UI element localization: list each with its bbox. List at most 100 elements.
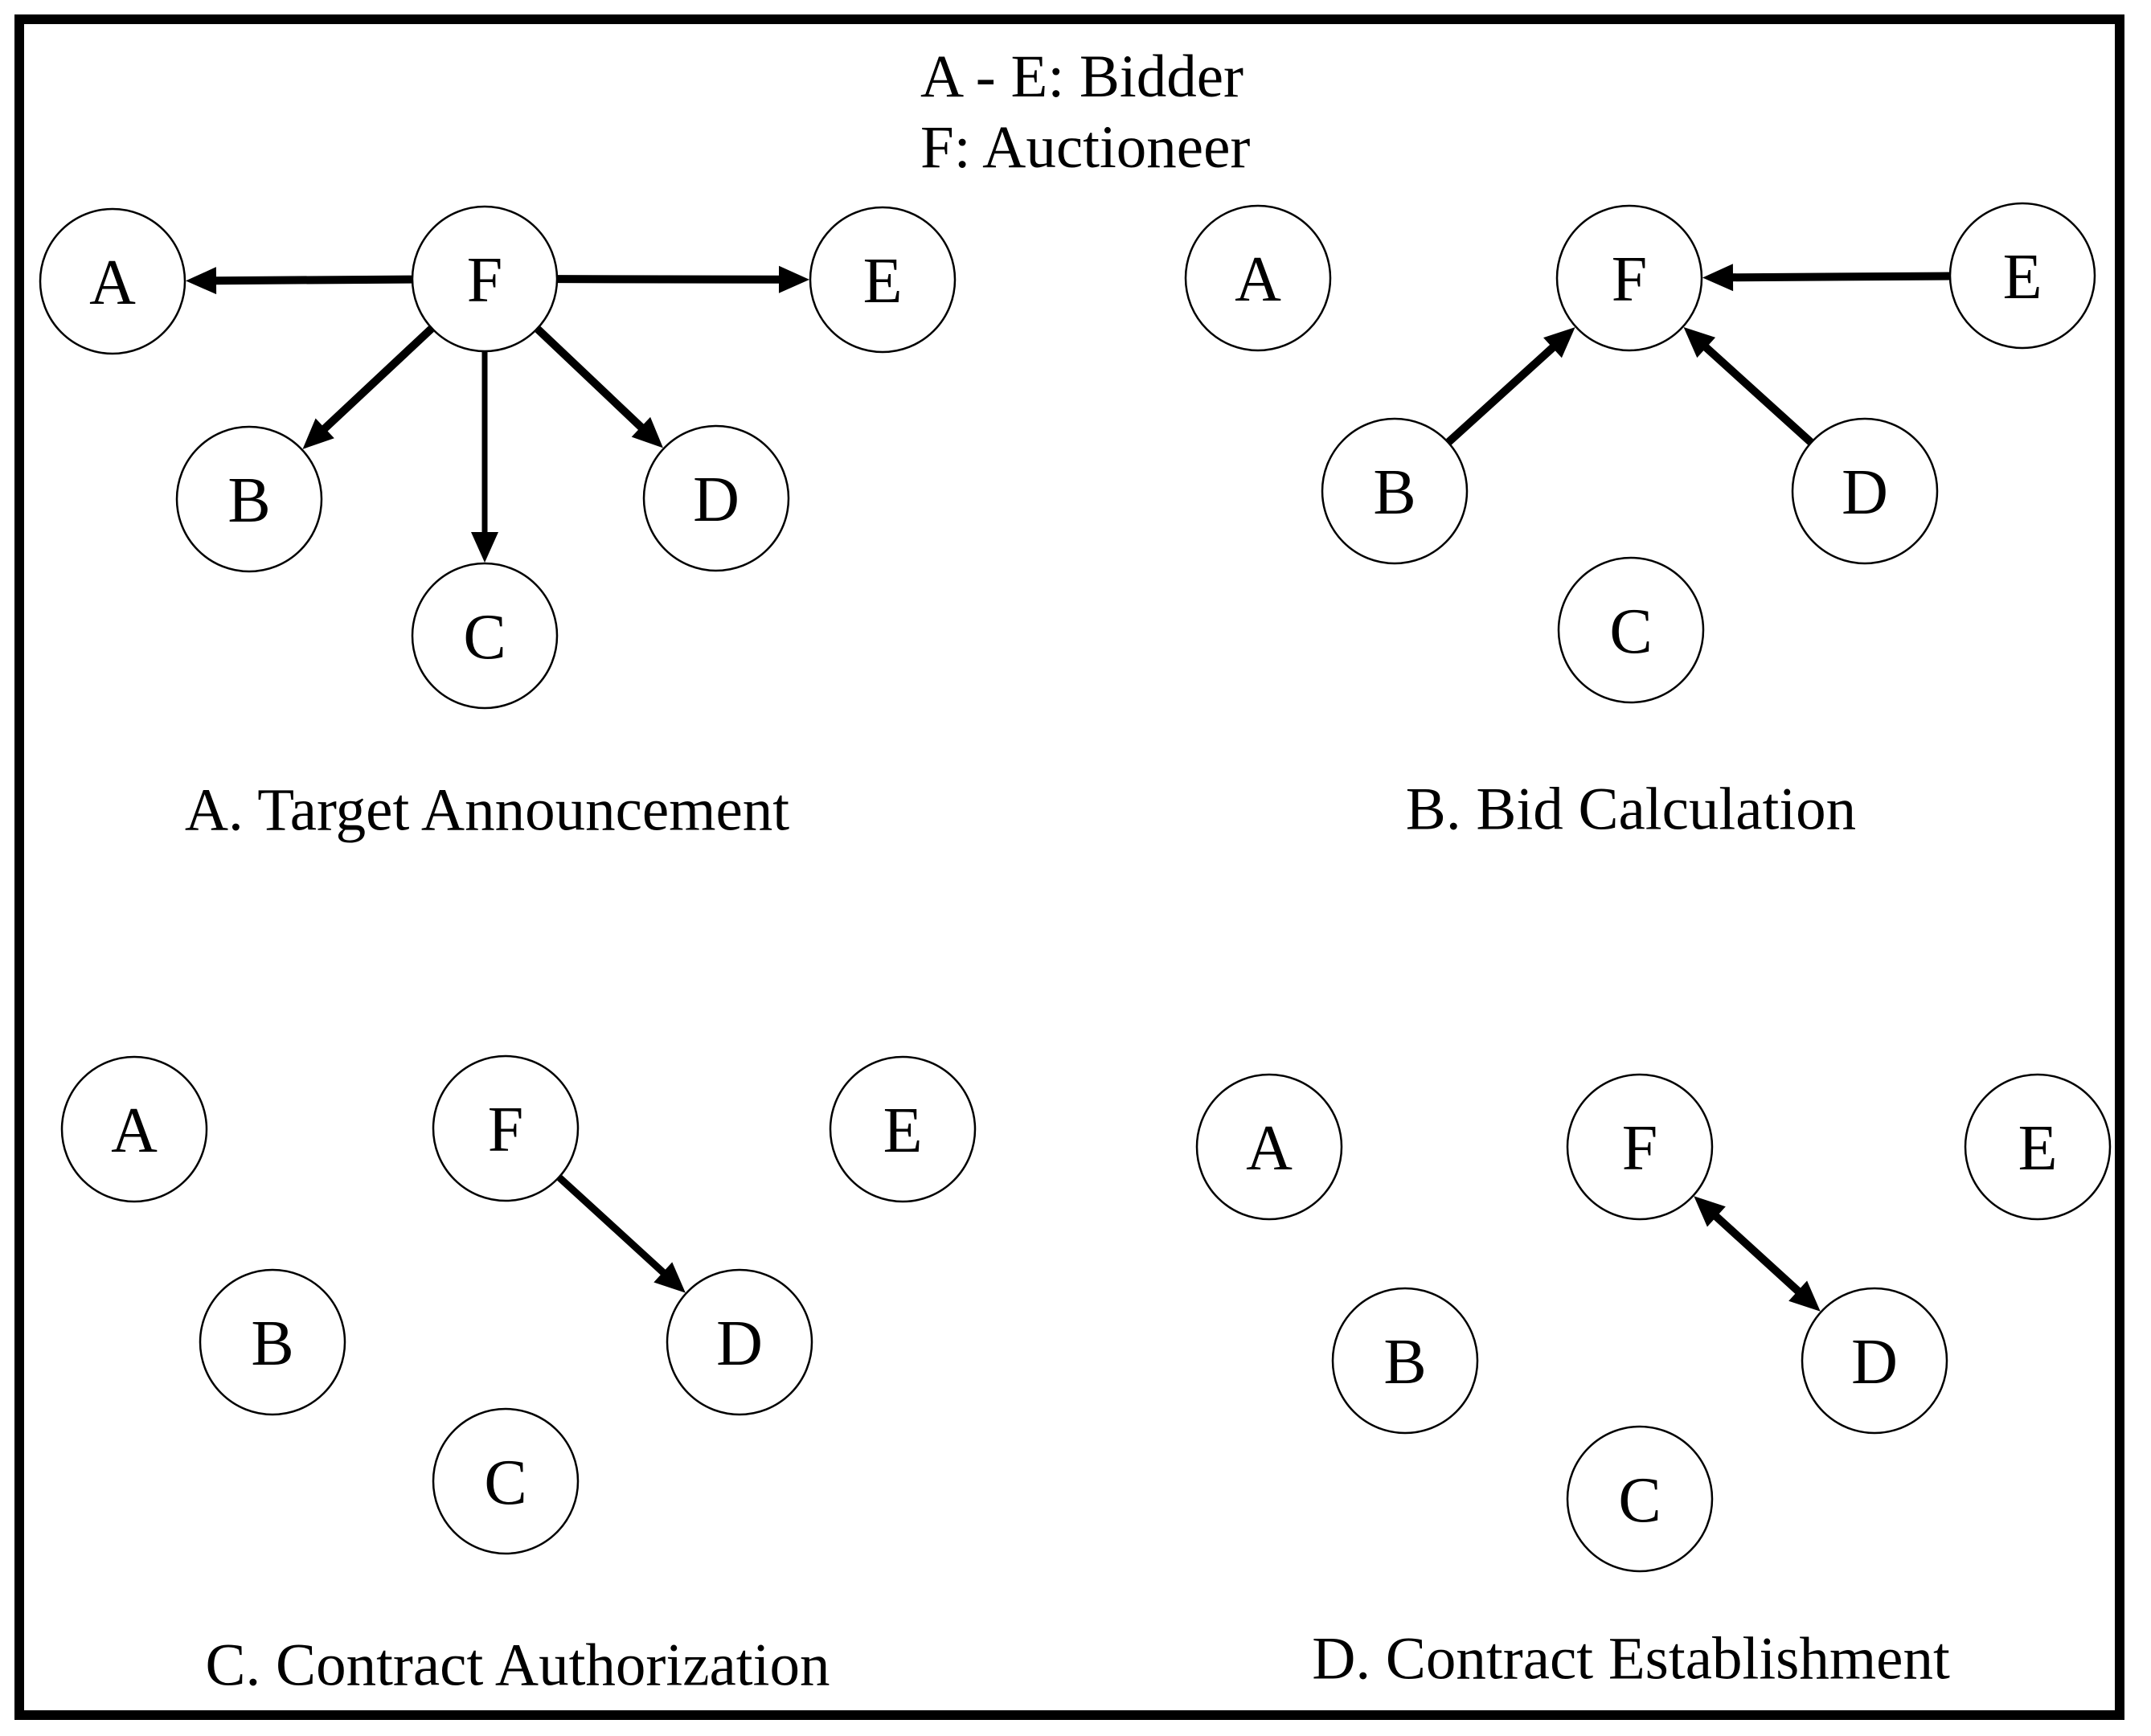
arrow-shaft: [557, 275, 783, 284]
arrow-shaft: [319, 326, 434, 434]
node-label: F: [1612, 244, 1648, 315]
node-label: A: [89, 248, 136, 318]
node-label: B: [227, 465, 270, 536]
node-B-E: E: [1948, 202, 2096, 350]
node-label: D: [1842, 457, 1888, 528]
arrow-head: [1702, 264, 1734, 292]
node-C-B: B: [199, 1268, 346, 1416]
node-circle: [60, 1055, 208, 1203]
node-A-B: B: [175, 425, 323, 573]
node-label: B: [1373, 457, 1416, 528]
arrow-shaft: [1729, 272, 1950, 282]
node-C-E: E: [829, 1055, 977, 1203]
node-circle: [642, 424, 790, 572]
node-A-D: D: [642, 424, 790, 572]
node-circle: [1557, 556, 1705, 704]
node-circle: [666, 1268, 813, 1416]
node-label: C: [1609, 596, 1652, 667]
node-label: B: [1383, 1327, 1426, 1398]
node-D-F: F: [1566, 1073, 1714, 1221]
node-label: A: [1246, 1113, 1293, 1184]
node-label: F: [488, 1095, 524, 1165]
node-label: C: [1618, 1465, 1661, 1536]
arrow-head: [302, 418, 334, 449]
node-label: E: [863, 246, 903, 317]
arrow-B-E-to-F: [1702, 264, 1950, 292]
arrow-shaft: [1711, 1211, 1803, 1296]
node-B-C: C: [1557, 556, 1705, 704]
node-D-E: E: [1964, 1073, 2112, 1221]
node-A-E: E: [809, 206, 957, 354]
node-A-A: A: [39, 207, 186, 355]
arrow-head: [653, 1262, 686, 1293]
node-circle: [39, 207, 186, 355]
legend-line-bidder: A - E: Bidder: [920, 43, 1244, 110]
node-D-A: A: [1195, 1073, 1343, 1221]
node-label: A: [111, 1095, 158, 1166]
node-label: F: [1622, 1113, 1658, 1184]
node-circle: [1964, 1073, 2112, 1221]
legend: A - E: Bidder F: Auctioneer: [920, 42, 1250, 183]
node-label: E: [883, 1095, 923, 1166]
node-circle: [1331, 1287, 1479, 1435]
node-D-D: D: [1801, 1287, 1948, 1435]
arrow-shaft: [535, 326, 646, 432]
node-circle: [1948, 202, 2096, 350]
node-circle: [1321, 417, 1469, 565]
arrow-B-B-to-F: [1446, 327, 1575, 445]
node-B-D: D: [1791, 417, 1939, 565]
arrow-head-reverse: [1694, 1196, 1726, 1227]
outer-frame: [14, 14, 2124, 1720]
node-label: D: [1851, 1327, 1898, 1398]
arrow-B-D-to-F: [1683, 327, 1813, 445]
arrow-head: [1543, 327, 1575, 358]
node-circle: [1195, 1073, 1343, 1221]
node-circle: [1801, 1287, 1948, 1435]
caption-panel-b-bid-calculation: B. Bid Calculation: [1405, 776, 1857, 843]
arrow-head: [1683, 327, 1716, 358]
node-circle: [1184, 204, 1332, 352]
node-C-A: A: [60, 1055, 208, 1203]
node-C-F: F: [432, 1054, 580, 1202]
node-B-B: B: [1321, 417, 1469, 565]
node-label: C: [484, 1447, 526, 1518]
node-label: A: [1235, 244, 1281, 315]
node-label: D: [693, 465, 740, 535]
caption-panel-d-contract-establishment: D. Contract Establishment: [1312, 1625, 1950, 1693]
node-label: E: [2003, 242, 2042, 313]
arrow-head: [471, 532, 498, 563]
arrow-head: [631, 416, 663, 448]
arrow-A-F-to-B: [302, 326, 434, 449]
panel-B: A F E B D C: [1184, 202, 2096, 704]
node-circle: [1566, 1425, 1714, 1573]
node-B-A: A: [1184, 204, 1332, 352]
arrow-A-F-to-E: [557, 265, 810, 293]
caption-panel-a-target-announcement: A. Target Announcement: [184, 776, 790, 844]
panel-C: A F E B D C: [60, 1054, 977, 1555]
arrow-head: [185, 267, 217, 295]
arrow-A-F-to-D: [535, 326, 663, 448]
node-circle: [1566, 1073, 1714, 1221]
arrow-shaft: [1446, 342, 1558, 445]
arrow-C-F-to-D: [557, 1175, 686, 1293]
node-A-C: C: [411, 562, 559, 710]
arrow-A-F-to-A: [185, 267, 412, 295]
node-label: C: [463, 602, 506, 673]
node-circle: [829, 1055, 977, 1203]
node-D-B: B: [1331, 1287, 1479, 1435]
node-circle: [411, 205, 559, 353]
arrow-head: [1788, 1280, 1821, 1312]
caption-panel-c-contract-authorization: C. Contract Authorization: [205, 1632, 830, 1699]
node-label: D: [716, 1308, 763, 1379]
node-circle: [199, 1268, 346, 1416]
arrow-head: [778, 265, 810, 293]
node-D-C: C: [1566, 1425, 1714, 1573]
node-B-F: F: [1555, 204, 1703, 352]
node-circle: [809, 206, 957, 354]
node-circle: [1555, 204, 1703, 352]
node-circle: [411, 562, 559, 710]
arrow-A-F-to-C: [471, 352, 498, 563]
